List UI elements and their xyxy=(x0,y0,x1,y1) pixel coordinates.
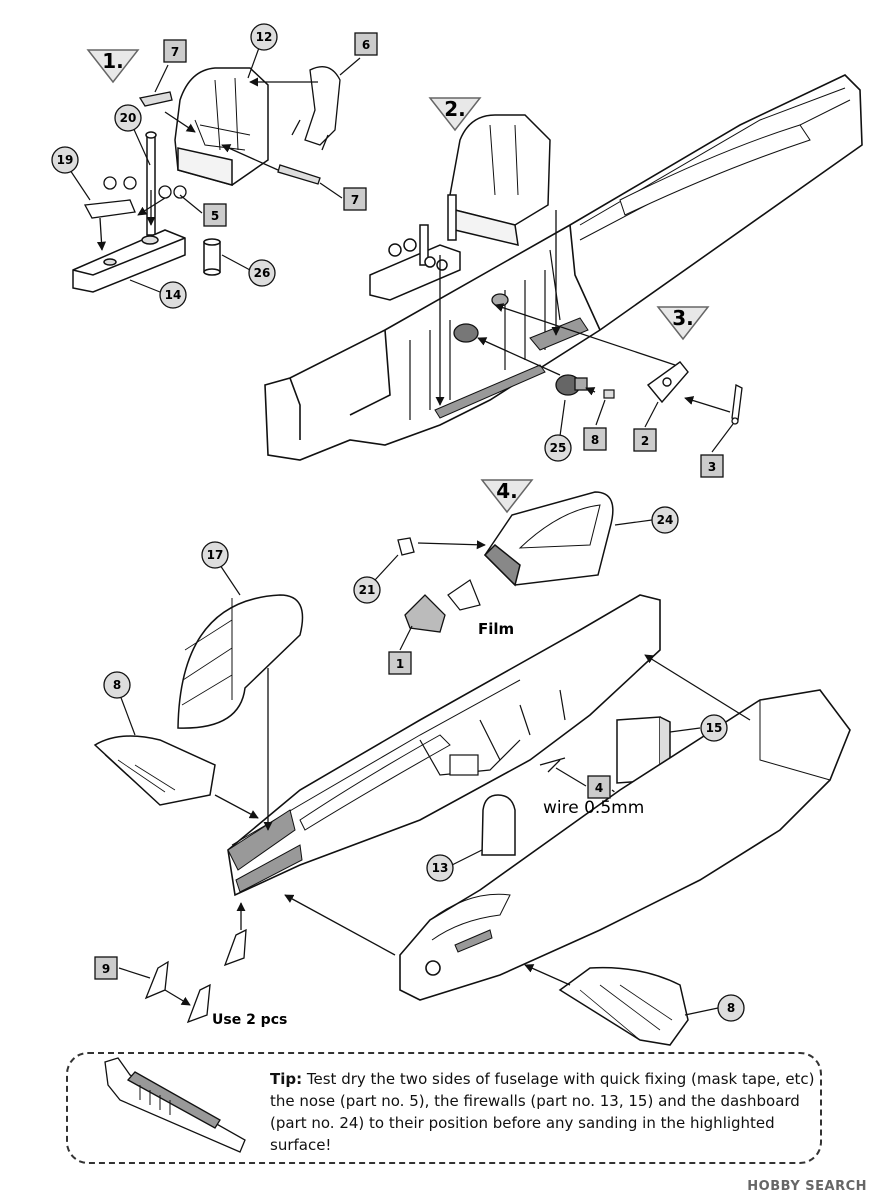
callout-circle-8a: 8 xyxy=(103,671,136,736)
wire-label: wire 0.5mm xyxy=(543,798,644,818)
callout-14-text: 14 xyxy=(165,288,182,302)
callout-circle-13: 13 xyxy=(426,849,483,882)
step2-fuselage-half xyxy=(264,74,863,461)
callout-13-text: 13 xyxy=(432,861,449,875)
callout-circle-8b: 8 xyxy=(684,994,745,1022)
step1-arrows xyxy=(96,77,318,251)
callout-12-text: 12 xyxy=(256,30,273,44)
use-pcs-label: Use 2 pcs xyxy=(212,1012,287,1028)
watermark: HOBBY SEARCH xyxy=(747,1179,867,1194)
tip-body: Test dry the two sides of fuselage with … xyxy=(270,1070,815,1154)
callout-8a-text: 8 xyxy=(113,678,121,692)
callout-15-text: 15 xyxy=(706,721,723,735)
callout-20-text: 20 xyxy=(120,111,137,125)
callout-6-text: 6 xyxy=(362,38,370,52)
step-4-label: 4. xyxy=(496,479,518,503)
step1-belt-small xyxy=(138,91,321,185)
callout-square-7b: 7 xyxy=(319,182,367,211)
step4-part21 xyxy=(397,537,415,556)
callout-square-3: 3 xyxy=(700,423,734,478)
callout-2-text: 2 xyxy=(641,434,649,448)
tip-illustration xyxy=(104,1057,246,1153)
callout-square-4: 4 xyxy=(555,767,611,799)
step1-seat xyxy=(174,67,269,186)
step-1-marker: 1. xyxy=(86,49,140,84)
callout-square-7a: 7 xyxy=(154,39,187,93)
callout-square-9: 9 xyxy=(94,956,151,980)
step3-part8-small xyxy=(603,389,615,399)
callout-24-text: 24 xyxy=(657,513,674,527)
step-2-marker: 2. xyxy=(428,97,482,132)
callout-8b-text: 8 xyxy=(727,1001,735,1015)
step4-part13 xyxy=(481,794,516,856)
callout-circle-19: 19 xyxy=(51,146,91,201)
step4-fuselage-right xyxy=(399,689,851,1001)
callout-circle-12: 12 xyxy=(247,23,278,79)
callout-circle-17: 17 xyxy=(201,541,241,596)
callout-circle-20: 20 xyxy=(114,104,151,166)
step2-arrows xyxy=(435,210,731,413)
callout-square-2: 2 xyxy=(633,401,659,452)
step3-part25 xyxy=(555,374,588,396)
callout-circle-21: 21 xyxy=(353,554,399,604)
step4-film-piece xyxy=(447,579,481,611)
callout-circle-15: 15 xyxy=(669,714,728,742)
step3-part3 xyxy=(731,384,743,425)
step2-seat xyxy=(449,114,551,246)
callout-19-text: 19 xyxy=(57,153,74,167)
step4-tailplane-8a xyxy=(93,735,216,806)
callout-circle-14: 14 xyxy=(129,279,187,309)
callout-circle-26: 26 xyxy=(221,254,276,287)
step-4-marker: 4. xyxy=(480,479,534,514)
step3-part2 xyxy=(646,361,689,404)
callout-5-text: 5 xyxy=(211,209,219,223)
callout-21-text: 21 xyxy=(359,583,376,597)
callout-7a-text: 7 xyxy=(171,45,179,59)
callout-17-text: 17 xyxy=(207,548,224,562)
step4-dashboard-24 xyxy=(483,491,614,587)
callout-7b-text: 7 xyxy=(351,193,359,207)
tip-heading: Tip: xyxy=(270,1070,303,1088)
step4-fuselage-right-highlight xyxy=(454,929,493,953)
callout-circle-24: 24 xyxy=(614,506,679,534)
callout-square-5: 5 xyxy=(179,194,227,227)
callout-26-text: 26 xyxy=(254,266,271,280)
tip-box xyxy=(66,1052,822,1164)
callout-4-text: 4 xyxy=(595,781,603,795)
step4-part1-panel xyxy=(404,594,446,633)
step-3-label: 3. xyxy=(672,306,694,330)
step1-rudder-pedals xyxy=(83,176,187,219)
step-1-label: 1. xyxy=(102,49,124,73)
callout-25-text: 25 xyxy=(550,441,567,455)
step-3-marker: 3. xyxy=(656,306,710,341)
step2-floor-assembly xyxy=(369,194,461,301)
callout-square-1: 1 xyxy=(388,625,413,675)
step4-canopy-17 xyxy=(177,594,304,729)
step1-harness xyxy=(291,66,341,151)
callout-8-text: 8 xyxy=(591,433,599,447)
callout-1-text: 1 xyxy=(396,657,404,671)
film-label: Film xyxy=(478,620,514,638)
step4-cockpit-interior xyxy=(419,689,566,776)
step4-part9-pieces xyxy=(144,928,247,1024)
step-2-label: 2. xyxy=(444,97,466,121)
step4-tailplane-8b xyxy=(558,966,689,1046)
step1-floor xyxy=(72,229,186,293)
callout-square-8: 8 xyxy=(583,399,607,451)
step1-cylinder xyxy=(203,238,221,276)
step4-fuselage-left xyxy=(227,594,661,897)
step4-arrows xyxy=(164,540,751,1006)
callout-circle-25: 25 xyxy=(544,399,572,462)
callout-3-text: 3 xyxy=(708,460,716,474)
tip-text: Tip: Test dry the two sides of fuselage … xyxy=(270,1068,820,1156)
callout-9-text: 9 xyxy=(102,962,110,976)
callout-square-6: 6 xyxy=(339,32,378,76)
step1-stick xyxy=(145,131,157,236)
